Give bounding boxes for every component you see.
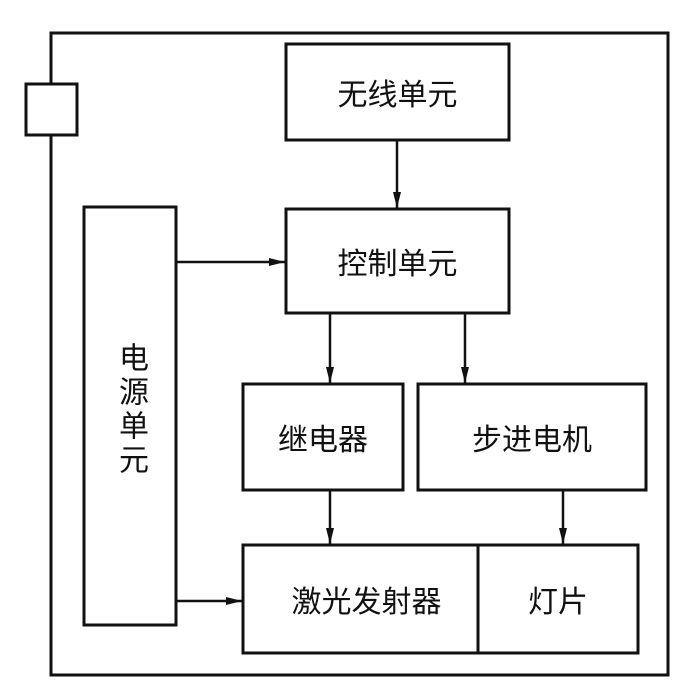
enclosure-frame [49,31,670,677]
control-unit-label: 控制单元 [337,247,458,282]
control-unit-box [284,207,511,315]
laser-lamp-box [241,543,640,655]
lamp-label: 灯片 [528,585,588,620]
power-unit-label: 电源单元 [113,342,148,478]
stepper-motor-label: 步进电机 [472,423,592,458]
power-unit-box [82,205,178,627]
relay-box [241,382,405,492]
connector-square [24,82,79,137]
relay-label: 继电器 [278,423,368,458]
wireless-unit-label: 无线单元 [337,78,458,113]
stepper-motor-box [416,382,648,492]
laser-emitter-label: 激光发射器 [291,585,442,620]
